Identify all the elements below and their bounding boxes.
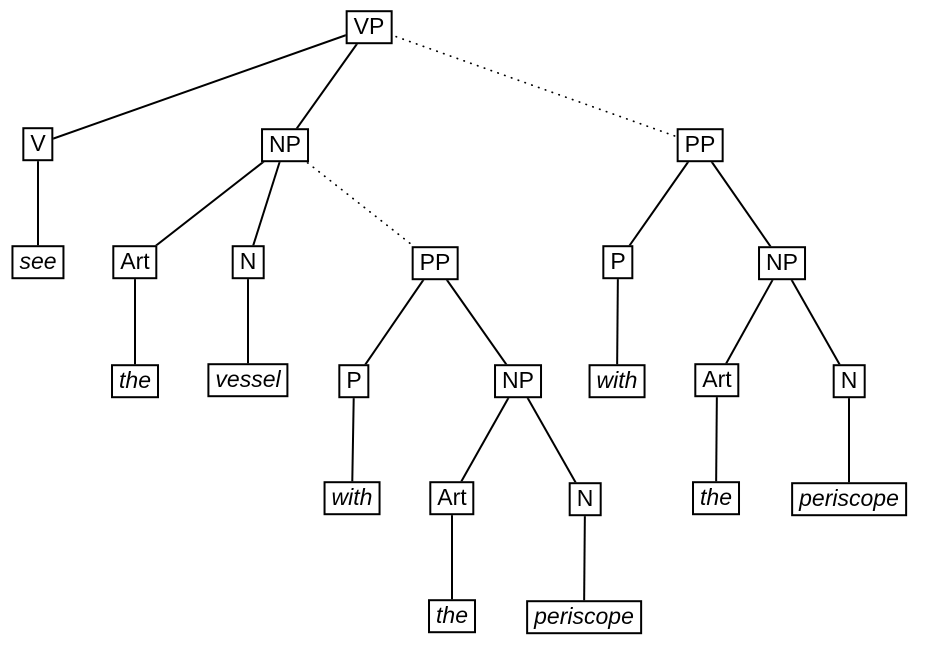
tree-node-n3: N <box>832 364 866 398</box>
tree-edge-pp1-p1 <box>353 262 436 382</box>
tree-node-np3: NP <box>758 246 806 280</box>
tree-node-the3: the <box>692 481 740 515</box>
tree-node-p2: P <box>602 245 634 279</box>
tree-edge-vp-pp2-dotted <box>368 26 701 146</box>
tree-node-periscope2: periscope <box>791 482 907 516</box>
tree-node-art3: Art <box>694 363 740 397</box>
tree-edge-np2-n2 <box>517 380 586 500</box>
tree-node-n1: N <box>231 245 265 279</box>
tree-node-see: see <box>11 245 65 279</box>
tree-edge-np1-n1 <box>247 144 286 263</box>
tree-edge-np2-art2 <box>451 380 519 499</box>
tree-node-vp: VP <box>345 10 393 44</box>
tree-node-np2: NP <box>494 364 542 398</box>
tree-node-pp1: PP <box>411 246 459 280</box>
tree-edge-np3-art3 <box>716 262 783 381</box>
tree-node-art2: Art <box>429 481 475 515</box>
tree-edge-pp2-np3 <box>699 144 783 264</box>
tree-node-np1: NP <box>261 128 309 162</box>
tree-node-with1: with <box>323 481 381 515</box>
tree-edge-pp1-np2 <box>434 262 519 382</box>
tree-edge-vp-np1 <box>284 26 370 146</box>
tree-node-art1: Art <box>112 245 158 279</box>
tree-edge-pp2-p2 <box>617 144 701 263</box>
tree-node-vessel: vessel <box>207 363 289 397</box>
tree-node-n2: N <box>568 482 602 516</box>
tree-node-the1: the <box>111 364 159 398</box>
tree-edge-n2-periscope1 <box>583 498 586 618</box>
tree-node-p1: P <box>338 364 370 398</box>
tree-node-periscope1: periscope <box>526 600 642 634</box>
tree-node-with2: with <box>588 364 646 398</box>
tree-edge-np1-pp1-dotted <box>284 144 436 264</box>
tree-edge-art3-the3 <box>715 379 718 499</box>
tree-node-the2: the <box>428 599 476 633</box>
tree-node-pp2: PP <box>676 128 724 162</box>
tree-edge-vp-v <box>37 26 370 145</box>
tree-edge-p2-with2 <box>616 261 619 382</box>
tree-node-v: V <box>22 127 54 161</box>
tree-edge-p1-with1 <box>351 380 355 499</box>
tree-edge-np1-art1 <box>134 144 286 263</box>
tree-edge-np3-n3 <box>781 262 850 382</box>
